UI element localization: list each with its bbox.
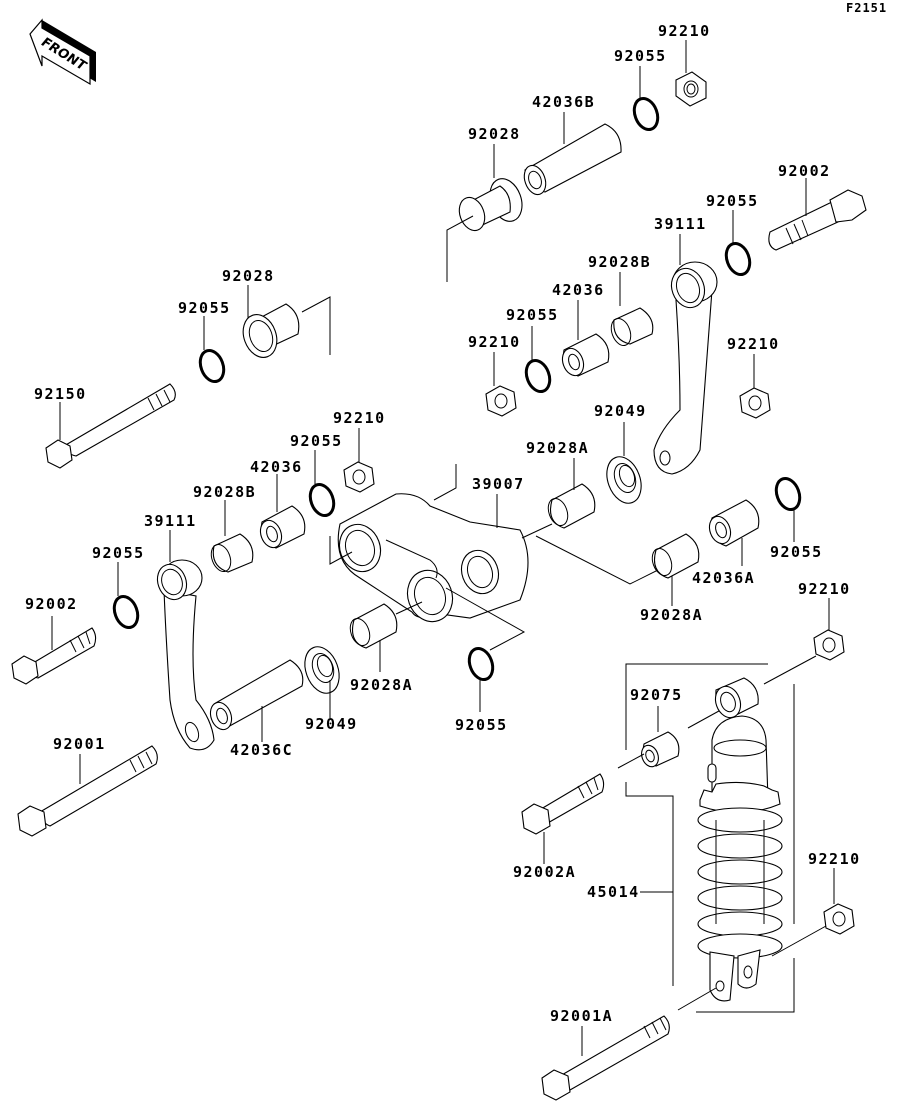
label-42036C: 42036C <box>230 741 293 759</box>
label-39111: 39111 <box>654 215 707 233</box>
o-ring-92055 <box>524 359 552 393</box>
label-42036: 42036 <box>552 281 605 299</box>
bolt-92002-top <box>768 189 867 251</box>
leader-line <box>677 987 717 1011</box>
o-ring-92055 <box>774 477 802 511</box>
o-ring-92055 <box>198 349 226 383</box>
label-92210: 92210 <box>333 409 386 427</box>
o-ring-92055 <box>467 647 495 681</box>
o-ring-92055 <box>632 97 660 131</box>
label-92210: 92210 <box>808 850 861 868</box>
nut-92210 <box>485 385 517 417</box>
label-45014: 45014 <box>587 883 640 901</box>
sleeve-42036-left <box>259 505 306 549</box>
label-92002: 92002 <box>778 162 831 180</box>
label-42036: 42036 <box>250 458 303 476</box>
label-92028A: 92028A <box>350 676 413 694</box>
label-92055: 92055 <box>455 716 508 734</box>
label-92001: 92001 <box>53 735 106 753</box>
label-92210: 92210 <box>658 22 711 40</box>
o-ring-92055 <box>308 483 336 517</box>
collar-92028A <box>651 533 700 579</box>
nut-92210-shock-top <box>813 629 845 661</box>
washer-92049-left <box>304 646 340 694</box>
nut-92210-top <box>675 71 707 107</box>
label-92055: 92055 <box>770 543 823 561</box>
label-92028B: 92028B <box>588 253 651 271</box>
bracket-line <box>696 958 795 1013</box>
bolt-92002A <box>521 773 605 835</box>
nut-92210-shock-bottom <box>823 903 855 935</box>
washer-92049-right <box>606 456 642 504</box>
label-92055: 92055 <box>506 306 559 324</box>
label-92028: 92028 <box>222 267 275 285</box>
leader-line <box>521 523 553 539</box>
leader-line <box>395 601 423 615</box>
bolt-92002-left <box>11 627 97 685</box>
label-39007: 39007 <box>472 475 525 493</box>
label-92055: 92055 <box>614 47 667 65</box>
label-92210: 92210 <box>798 580 851 598</box>
leader-line <box>763 655 817 685</box>
leader-line <box>446 215 474 282</box>
label-92055: 92055 <box>290 432 343 450</box>
label-92075: 92075 <box>630 686 683 704</box>
collar-92028A <box>349 603 398 649</box>
bracket-line <box>625 663 768 750</box>
label-92028: 92028 <box>468 125 521 143</box>
label-92028A: 92028A <box>640 606 703 624</box>
label-42036B: 42036B <box>532 93 595 111</box>
leader-line <box>617 753 645 769</box>
link-rod-39111-right <box>653 261 718 475</box>
label-92028A: 92028A <box>526 439 589 457</box>
label-42036A: 42036A <box>692 569 755 587</box>
leader-line <box>301 296 331 355</box>
sleeve-42036C <box>209 659 304 731</box>
label-92150: 92150 <box>34 385 87 403</box>
label-92210: 92210 <box>468 333 521 351</box>
label-39111: 39111 <box>144 512 197 530</box>
bolt-92001 <box>17 745 158 837</box>
leader-line <box>535 535 667 585</box>
leader-line <box>445 587 526 651</box>
collar-92028B-right <box>610 307 654 347</box>
sleeve-42036B <box>523 123 622 196</box>
label-92002A: 92002A <box>513 863 576 881</box>
sleeve-42036A <box>708 499 760 547</box>
leader-line <box>329 536 353 565</box>
shock-absorber-45014 <box>697 677 783 1002</box>
figure-number: F2151 <box>846 1 887 15</box>
label-92028B: 92028B <box>193 483 256 501</box>
label-92210: 92210 <box>727 335 780 353</box>
o-ring-92055 <box>724 242 752 276</box>
label-92055: 92055 <box>92 544 145 562</box>
label-92049: 92049 <box>305 715 358 733</box>
bracket-line <box>625 782 674 986</box>
leader-line <box>433 464 457 501</box>
collar-92028-top <box>458 178 523 232</box>
bolt-92150 <box>45 383 176 469</box>
relay-arm-39007 <box>337 493 529 623</box>
nut-92210 <box>739 387 771 419</box>
link-rod-39111-left <box>156 559 215 751</box>
leader-line <box>771 925 827 957</box>
o-ring-92055 <box>112 595 140 629</box>
label-92055: 92055 <box>178 299 231 317</box>
label-92055: 92055 <box>706 192 759 210</box>
nut-92210 <box>343 461 375 493</box>
label-92049: 92049 <box>594 402 647 420</box>
label-92001A: 92001A <box>550 1007 613 1025</box>
collar-92028A <box>547 483 596 529</box>
collar-92075 <box>641 731 680 768</box>
front-arrow-icon: FRONT <box>29 18 96 86</box>
collar-92028B-left <box>210 533 254 573</box>
collar-92028-left <box>242 303 300 358</box>
sleeve-42036-right <box>561 333 610 377</box>
label-92002: 92002 <box>25 595 78 613</box>
bolt-92001A <box>541 1015 670 1101</box>
